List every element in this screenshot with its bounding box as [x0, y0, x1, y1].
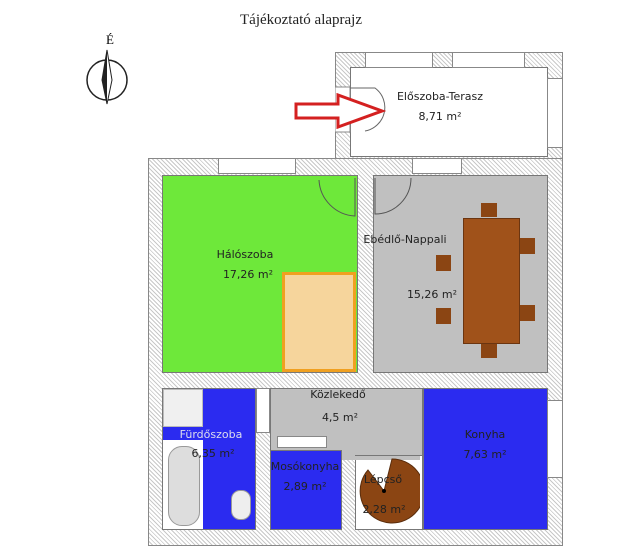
chair [481, 203, 497, 217]
dining-table [463, 218, 520, 344]
room-label: Fürdőszoba [179, 428, 243, 441]
room-area: 4,5 m² [321, 411, 359, 424]
toilet [231, 490, 251, 520]
window [218, 158, 296, 174]
room-area: 2,89 m² [283, 480, 327, 493]
room-area: 2,28 m² [362, 503, 406, 516]
door-frame [256, 388, 270, 433]
room-area: 17,26 m² [222, 268, 274, 281]
entrance-arrow-icon [294, 93, 386, 129]
door-frame [277, 436, 327, 448]
compass-north-label: É [106, 32, 114, 47]
room-label: Ebédlő-Nappali [363, 233, 447, 246]
room-kozlekedo [270, 388, 423, 460]
room-area: 8,71 m² [418, 110, 462, 123]
bathtub [168, 446, 200, 526]
door-icon [318, 178, 356, 217]
door-icon [374, 177, 412, 215]
room-mosokonyha [270, 450, 342, 530]
room-area: 6,35 m² [191, 447, 235, 460]
room-label: Lépcső [363, 473, 403, 486]
sink [163, 389, 203, 427]
window [365, 52, 433, 68]
room-label: Konyha [464, 428, 506, 441]
chair [436, 255, 451, 271]
window [547, 78, 563, 148]
chair [520, 238, 535, 254]
window [547, 400, 563, 478]
page-title: Tájékoztató alaprajz [240, 12, 363, 28]
room-label: Előszoba-Terasz [396, 90, 484, 103]
room-area: 15,26 m² [406, 288, 458, 301]
window [452, 52, 525, 68]
chair [436, 308, 451, 324]
chair [481, 344, 497, 358]
compass-icon [86, 49, 128, 105]
room-konyha [423, 388, 548, 530]
bed [282, 272, 356, 372]
window [412, 158, 462, 174]
room-label: Mosókonyha [270, 460, 340, 473]
chair [520, 305, 535, 321]
room-label: Közlekedő [310, 388, 366, 401]
staircase-icon [359, 458, 420, 524]
corridor-filler [350, 456, 420, 460]
room-area: 7,63 m² [463, 448, 507, 461]
room-label: Hálószoba [216, 248, 274, 261]
